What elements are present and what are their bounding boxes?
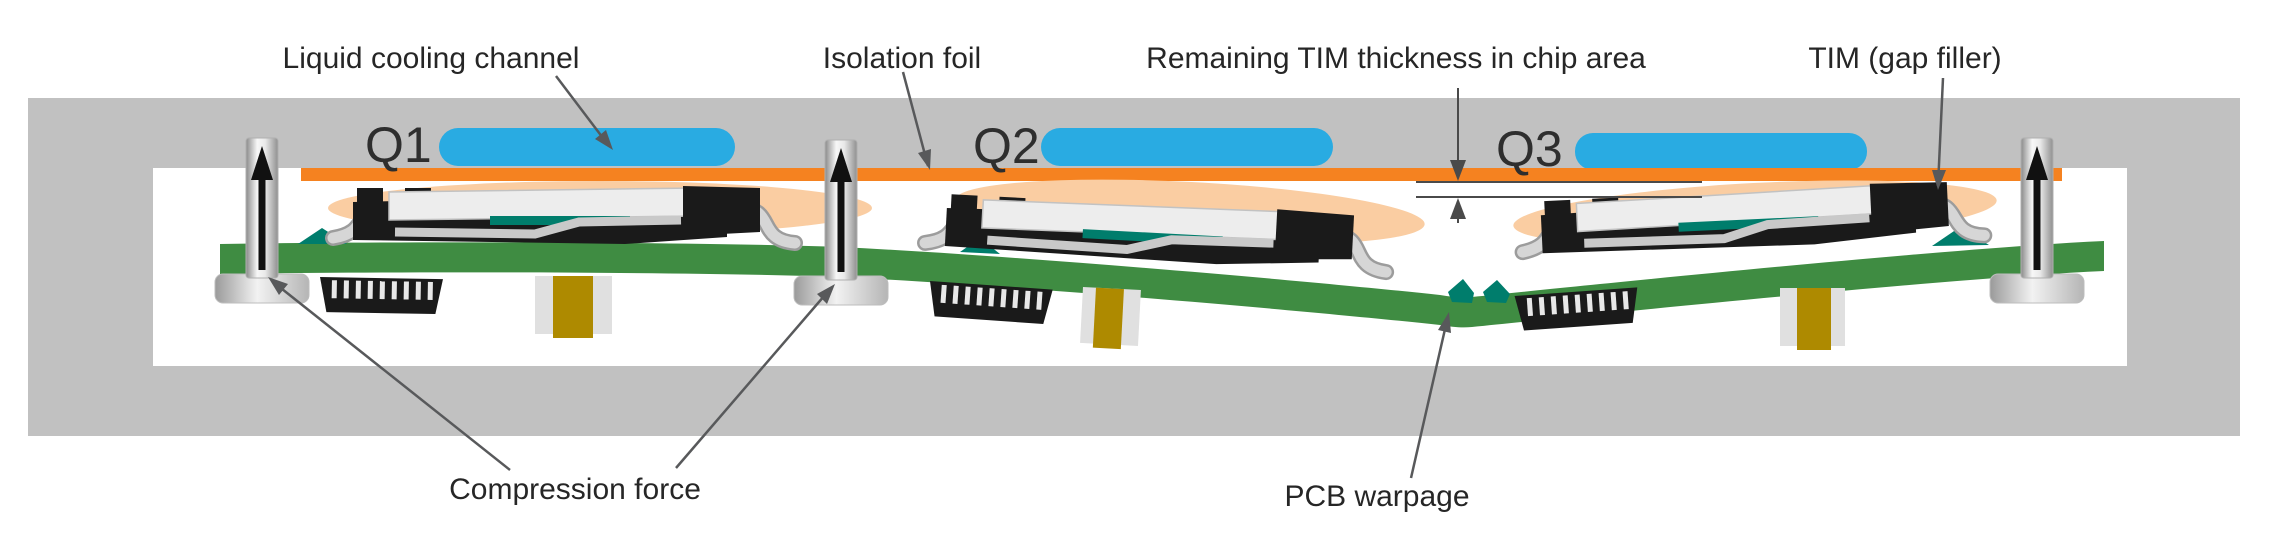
leader-isolation-foil [901,71,930,167]
through-hole-connector [320,277,443,315]
cooling-channel [1575,133,1867,170]
leader-arrowheads [268,130,1946,333]
label-q3: Q3 [1496,121,1563,177]
power-package-q1 [333,186,795,244]
through-hole-connector [1514,287,1638,331]
pointer-arrow-icon [1932,170,1946,190]
pointer-arrow-icon [268,277,288,295]
pointer-arrow-icon [1438,312,1451,333]
liquid-cooling-channels [439,128,1867,170]
leader-lines [271,71,1945,479]
connector-pins [940,284,1043,310]
pointer-arrow-icon [817,284,835,304]
label-remaining-tim: Remaining TIM thickness in chip area [1146,42,1646,75]
connector-pins [1526,291,1629,317]
leader-compression-right [675,287,832,469]
cooling-channel [1041,128,1333,166]
leader-compression-left [271,280,511,471]
label-isolation-foil: Isolation foil [823,42,981,75]
label-liquid-cooling-channel: Liquid cooling channel [283,42,580,75]
pointer-arrow-icon [918,149,931,170]
connector-pins [331,280,433,300]
underside-components [320,276,1845,350]
solder-wedge [1483,280,1510,303]
label-compression-force: Compression force [449,473,701,506]
leader-tim [1936,77,1945,187]
cooling-channel [439,128,735,166]
label-q1: Q1 [365,117,432,173]
press-fit-pin [1092,287,1124,350]
label-tim-gap-filler: TIM (gap filler) [1808,42,2001,75]
label-q2: Q2 [973,118,1040,174]
leader-liquid-cooling [555,75,610,147]
press-fit-pin [1797,288,1831,350]
solder-wedge [1448,279,1474,303]
pointer-arrow-icon [595,130,613,150]
dimension-up-arrow-icon [1450,198,1466,219]
label-pcb-warpage: PCB warpage [1284,480,1469,513]
leader-pcb-warpage [1409,315,1450,479]
press-fit-pin [553,276,593,338]
tim-thickness-dimension [1416,88,1702,223]
isolation-foil [301,168,2062,181]
through-hole-connector [930,281,1053,325]
dimension-down-arrow-icon [1450,160,1466,181]
